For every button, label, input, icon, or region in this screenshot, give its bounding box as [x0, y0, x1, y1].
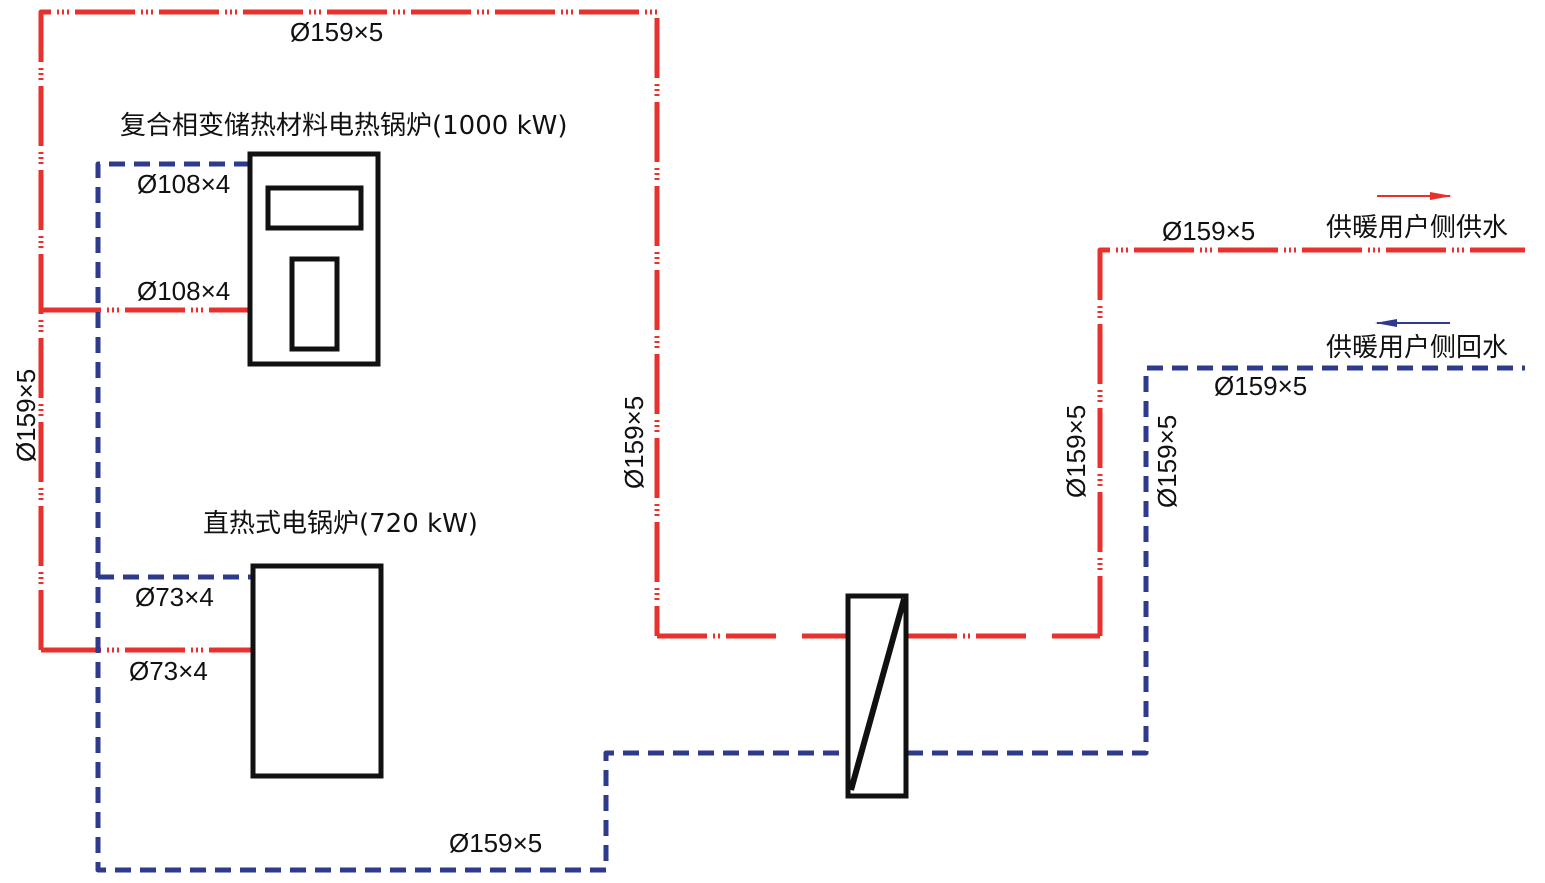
phase-change-boiler — [247, 151, 381, 367]
pipe-label-direct-supply: Ø73×4 — [129, 656, 208, 686]
pipe-label-pcm-supply: Ø108×4 — [137, 276, 230, 306]
supply-arrow-icon — [1377, 192, 1452, 200]
heat-exchanger-diagonal — [848, 598, 907, 791]
pipe-label-user-return: Ø159×5 — [1214, 371, 1307, 401]
pipe-label-direct-return: Ø73×4 — [135, 582, 214, 612]
supply-pipe-user-side — [1097, 247, 1525, 636]
pipe-label-middle-vertical: Ø159×5 — [619, 396, 649, 489]
pipe-label-user-supply-vertical: Ø159×5 — [1061, 405, 1091, 498]
pipe-label-bottom-return: Ø159×5 — [449, 828, 542, 858]
return-pipe-pcm-branch — [95, 161, 848, 873]
direct-boiler-label: 直热式电锅炉(720 kW) — [203, 509, 478, 539]
pipe-label-top-main: Ø159×5 — [290, 17, 383, 47]
phase-change-boiler-label: 复合相变储热材料电热锅炉(1000 kW) — [120, 111, 568, 141]
heat-exchanger — [845, 593, 909, 799]
boiler-panel-top — [265, 185, 364, 231]
legend-supply-label: 供暖用户侧供水 — [1326, 213, 1508, 243]
pipe-label-left-vertical: Ø159×5 — [11, 369, 41, 462]
pipe-label-user-return-vertical: Ø159×5 — [1152, 415, 1182, 508]
return-arrow-icon — [1375, 319, 1450, 327]
pipe-label-user-supply: Ø159×5 — [1162, 216, 1255, 246]
direct-electric-boiler — [250, 563, 384, 779]
return-pipe-user-side — [907, 365, 1525, 756]
supply-pipe-top-main — [38, 9, 660, 650]
legend-return-label: 供暖用户侧回水 — [1326, 333, 1508, 363]
boiler-panel-bottom — [289, 256, 340, 352]
pipe-label-pcm-return: Ø108×4 — [137, 169, 230, 199]
